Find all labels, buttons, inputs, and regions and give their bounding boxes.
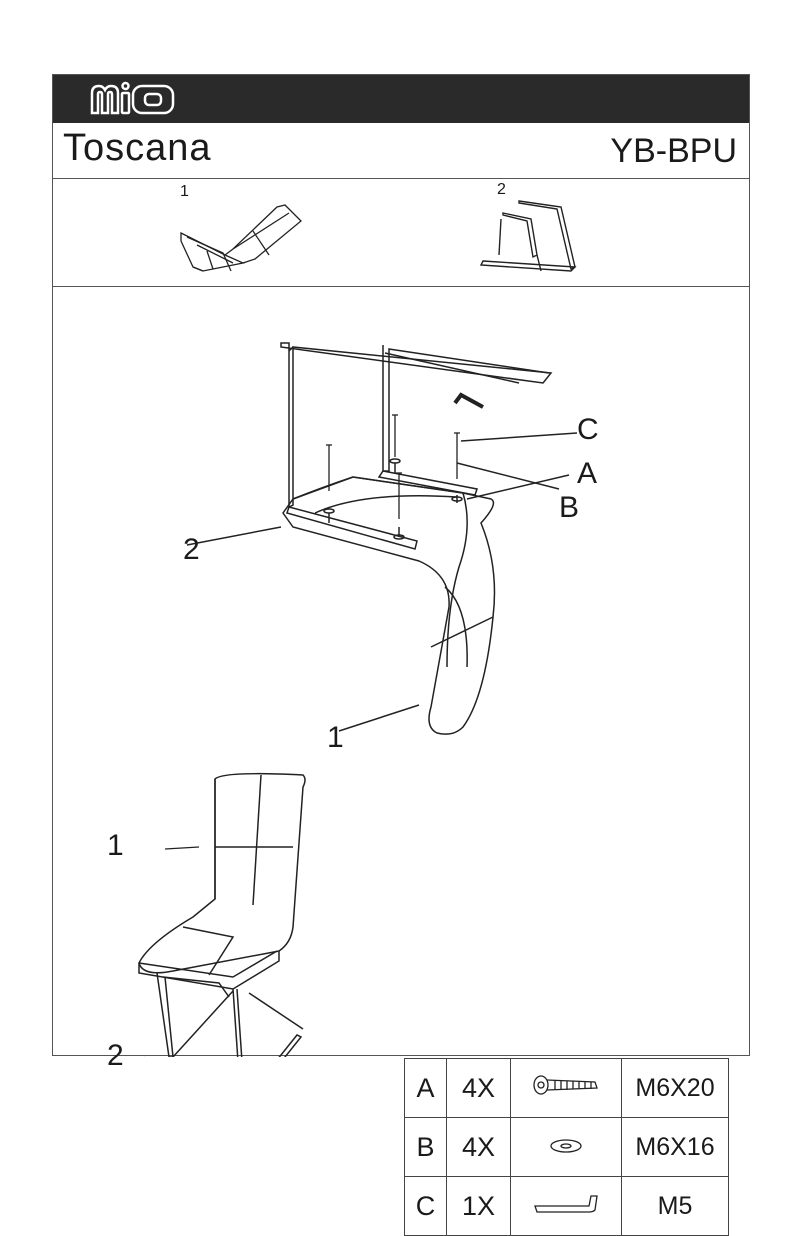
product-code: YB-BPU <box>610 132 737 170</box>
instruction-sheet: Toscana YB-BPU 1 2 <box>52 74 750 1236</box>
washer-icon <box>510 1117 622 1177</box>
frame-part-icon <box>479 200 577 272</box>
bolt-icon <box>510 1058 622 1118</box>
allen-key-icon <box>510 1176 622 1236</box>
callout-bolt-a: A <box>577 457 598 490</box>
parts-list: 1 2 <box>53 179 749 287</box>
callout-chair-frame-2: 2 <box>107 1039 124 1072</box>
part-number-1: 1 <box>180 183 189 200</box>
hardware-letter: B <box>404 1117 447 1177</box>
callout-frame-2: 2 <box>183 533 200 566</box>
callout-washer-b: B <box>559 491 580 524</box>
hardware-letter: C <box>404 1176 447 1236</box>
seat-part-icon <box>180 204 302 272</box>
hardware-qty: 1X <box>446 1176 511 1236</box>
callout-chair-seat-1: 1 <box>107 829 124 862</box>
hardware-table: A 4X M6X20 B 4X <box>404 1058 729 1236</box>
brand-bar <box>53 75 749 123</box>
hardware-letter: A <box>404 1058 447 1118</box>
hardware-row-c: C 1X M5 <box>404 1176 729 1236</box>
callout-seat-1: 1 <box>327 721 344 754</box>
title-row: Toscana YB-BPU <box>53 123 749 179</box>
mio-logo <box>90 81 175 115</box>
product-name: Toscana <box>63 127 212 169</box>
hardware-qty: 4X <box>446 1117 511 1177</box>
part-number-2: 2 <box>497 181 506 198</box>
assembly-drawing: 2 1 A B C 1 2 A 4X <box>53 287 749 1236</box>
callout-key-c: C <box>577 413 599 446</box>
hardware-row-a: A 4X M6X20 <box>404 1058 729 1118</box>
chair-assembly-illustration <box>138 342 578 1057</box>
hardware-size: M5 <box>621 1176 729 1236</box>
hardware-row-b: B 4X M6X16 <box>404 1117 729 1177</box>
hardware-qty: 4X <box>446 1058 511 1118</box>
hardware-size: M6X20 <box>621 1058 729 1118</box>
hardware-size: M6X16 <box>621 1117 729 1177</box>
